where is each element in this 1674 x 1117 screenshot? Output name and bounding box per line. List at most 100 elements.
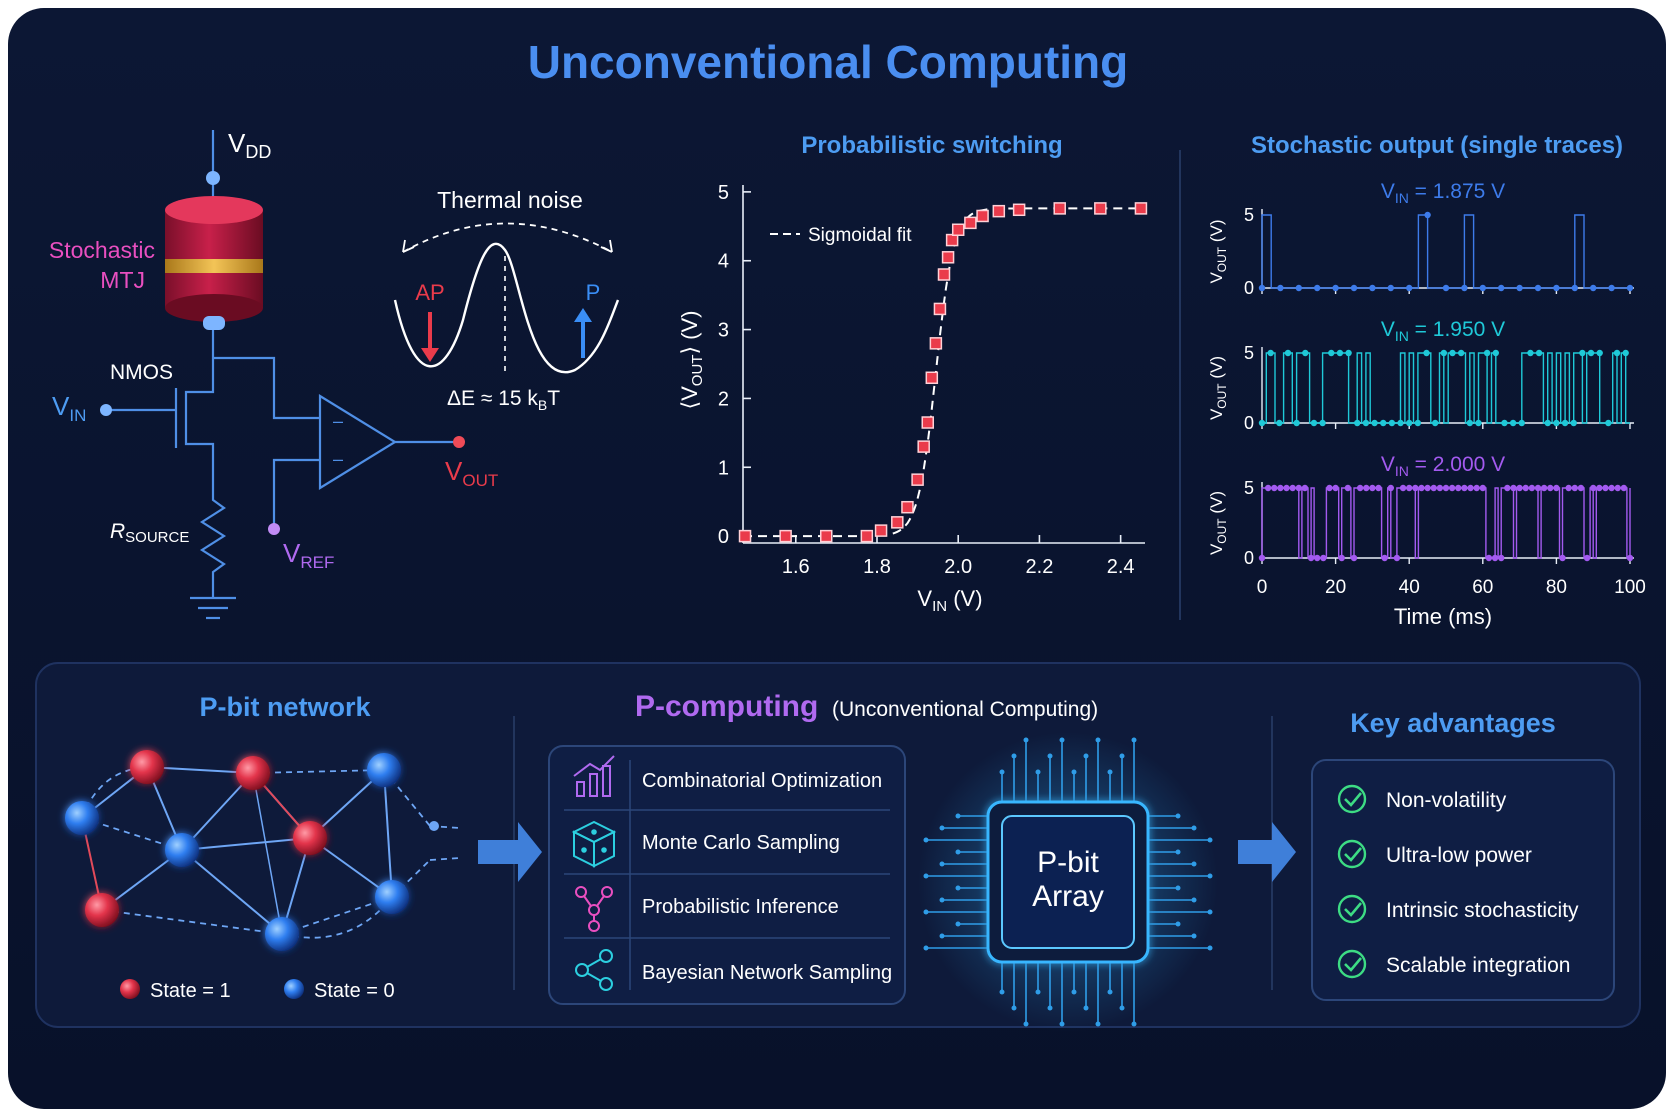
x-tick-label: 2.4 bbox=[1107, 556, 1135, 578]
chip-pad bbox=[923, 873, 929, 879]
flow-arrow-2-icon bbox=[1238, 822, 1296, 882]
trace-point bbox=[1602, 484, 1609, 492]
trace-x-tick-label: 60 bbox=[1472, 577, 1493, 598]
trace-point bbox=[1498, 284, 1505, 292]
trace-point bbox=[1362, 419, 1370, 427]
trace-point bbox=[1534, 484, 1542, 492]
trace-point bbox=[1498, 554, 1505, 562]
trace-point bbox=[1277, 484, 1284, 492]
data-point bbox=[925, 371, 939, 385]
data-point bbox=[917, 440, 930, 453]
chip-pad bbox=[1059, 737, 1065, 743]
chip-pad bbox=[1175, 921, 1181, 927]
x-tick-label: 2.0 bbox=[944, 556, 972, 578]
trace-point bbox=[1553, 419, 1560, 427]
pcomputing-subtitle: (Unconventional Computing) bbox=[832, 698, 1098, 721]
y-tick-label: 4 bbox=[718, 251, 729, 273]
chip-pad bbox=[1131, 737, 1137, 743]
trace-point bbox=[1375, 484, 1382, 492]
trace-point bbox=[1371, 419, 1378, 427]
data-point bbox=[1134, 202, 1148, 215]
trace-point bbox=[1535, 349, 1543, 357]
chip-pad bbox=[1071, 769, 1077, 775]
chip-pad bbox=[1107, 989, 1113, 995]
trace-x-tick-label: 100 bbox=[1614, 577, 1646, 598]
trace-label: VIN = 1.950 V bbox=[1381, 318, 1505, 344]
chip-pad bbox=[1047, 753, 1053, 759]
trace-point bbox=[1380, 419, 1387, 427]
data-point bbox=[911, 473, 924, 486]
chip-pad bbox=[1175, 849, 1181, 855]
trace-point bbox=[1544, 419, 1551, 427]
trace-point bbox=[1608, 484, 1615, 492]
trace-point bbox=[1613, 349, 1621, 357]
page-title: Unconventional Computing bbox=[528, 36, 1129, 88]
trace-point bbox=[1332, 484, 1339, 492]
trace-label: VIN = 2.000 V bbox=[1381, 453, 1505, 479]
trace-point bbox=[1387, 484, 1395, 492]
chip-pad bbox=[1191, 861, 1197, 867]
trace-point bbox=[1553, 284, 1560, 292]
flow-arrow-1-icon bbox=[478, 822, 542, 882]
chip-pad bbox=[1191, 933, 1197, 939]
trace-point bbox=[1399, 484, 1407, 492]
chip-pad bbox=[939, 861, 945, 867]
trace-point bbox=[1293, 419, 1300, 427]
checkmark-icon bbox=[1344, 902, 1362, 917]
vdd-terminal bbox=[206, 171, 220, 185]
comparator-minus-2: – bbox=[333, 449, 343, 469]
trace-point bbox=[1295, 484, 1303, 492]
checkmark-icon bbox=[1344, 957, 1362, 972]
chip-pad bbox=[1047, 1005, 1053, 1011]
data-point bbox=[891, 516, 904, 529]
switching-title: Probabilistic switching bbox=[801, 132, 1062, 159]
trace-point bbox=[1418, 484, 1425, 492]
trace-point bbox=[1492, 349, 1499, 357]
data-point bbox=[992, 204, 1006, 218]
trace-point bbox=[1310, 419, 1318, 427]
chip-pad bbox=[1131, 1021, 1137, 1027]
trace-point bbox=[1302, 349, 1309, 357]
state1-legend-label: State = 1 bbox=[150, 980, 231, 1002]
data-point bbox=[921, 416, 935, 429]
trace-point bbox=[1314, 284, 1321, 292]
chip-pad bbox=[1119, 1005, 1125, 1011]
trace-point bbox=[1307, 554, 1315, 562]
ap-label: AP bbox=[415, 280, 444, 305]
data-point bbox=[1094, 202, 1107, 215]
trace-ylabel: VOUT (V) bbox=[1207, 356, 1229, 420]
trace-point bbox=[1605, 419, 1612, 427]
trace-point bbox=[1479, 484, 1487, 492]
trace-point bbox=[1397, 419, 1404, 427]
trace-point bbox=[1516, 484, 1523, 492]
chip-pad bbox=[1191, 897, 1197, 903]
sigmoid-fit-line bbox=[743, 207, 1145, 538]
trace-point bbox=[1473, 484, 1480, 492]
trace-point bbox=[1345, 349, 1352, 357]
trace-point bbox=[1431, 419, 1439, 427]
trace-point bbox=[1491, 554, 1499, 562]
chip-pad bbox=[1207, 873, 1213, 879]
chip-pad bbox=[1175, 813, 1181, 819]
trace-point bbox=[1388, 419, 1396, 427]
y-tick-label: 3 bbox=[718, 320, 729, 342]
data-point bbox=[976, 209, 989, 223]
trace-point bbox=[1258, 419, 1266, 427]
chip-pad bbox=[1083, 1005, 1089, 1011]
tree-nodes-icon bbox=[575, 886, 613, 932]
chip-pad bbox=[955, 921, 961, 927]
chip-label-line2: Array bbox=[1032, 880, 1104, 913]
trace-point bbox=[1561, 419, 1569, 427]
circuit-schematic bbox=[110, 130, 456, 620]
vin-terminal bbox=[100, 404, 112, 416]
rsource-label: RSOURCE bbox=[110, 520, 189, 546]
mtj-label-line2: MTJ bbox=[100, 267, 145, 293]
trace-point bbox=[1295, 284, 1303, 292]
trace-point bbox=[1467, 484, 1474, 492]
vout-terminal bbox=[453, 436, 465, 448]
trace-point bbox=[1448, 484, 1456, 492]
trace-point bbox=[1276, 419, 1283, 427]
chip-pad bbox=[1207, 945, 1213, 951]
trace-point bbox=[1553, 484, 1560, 492]
